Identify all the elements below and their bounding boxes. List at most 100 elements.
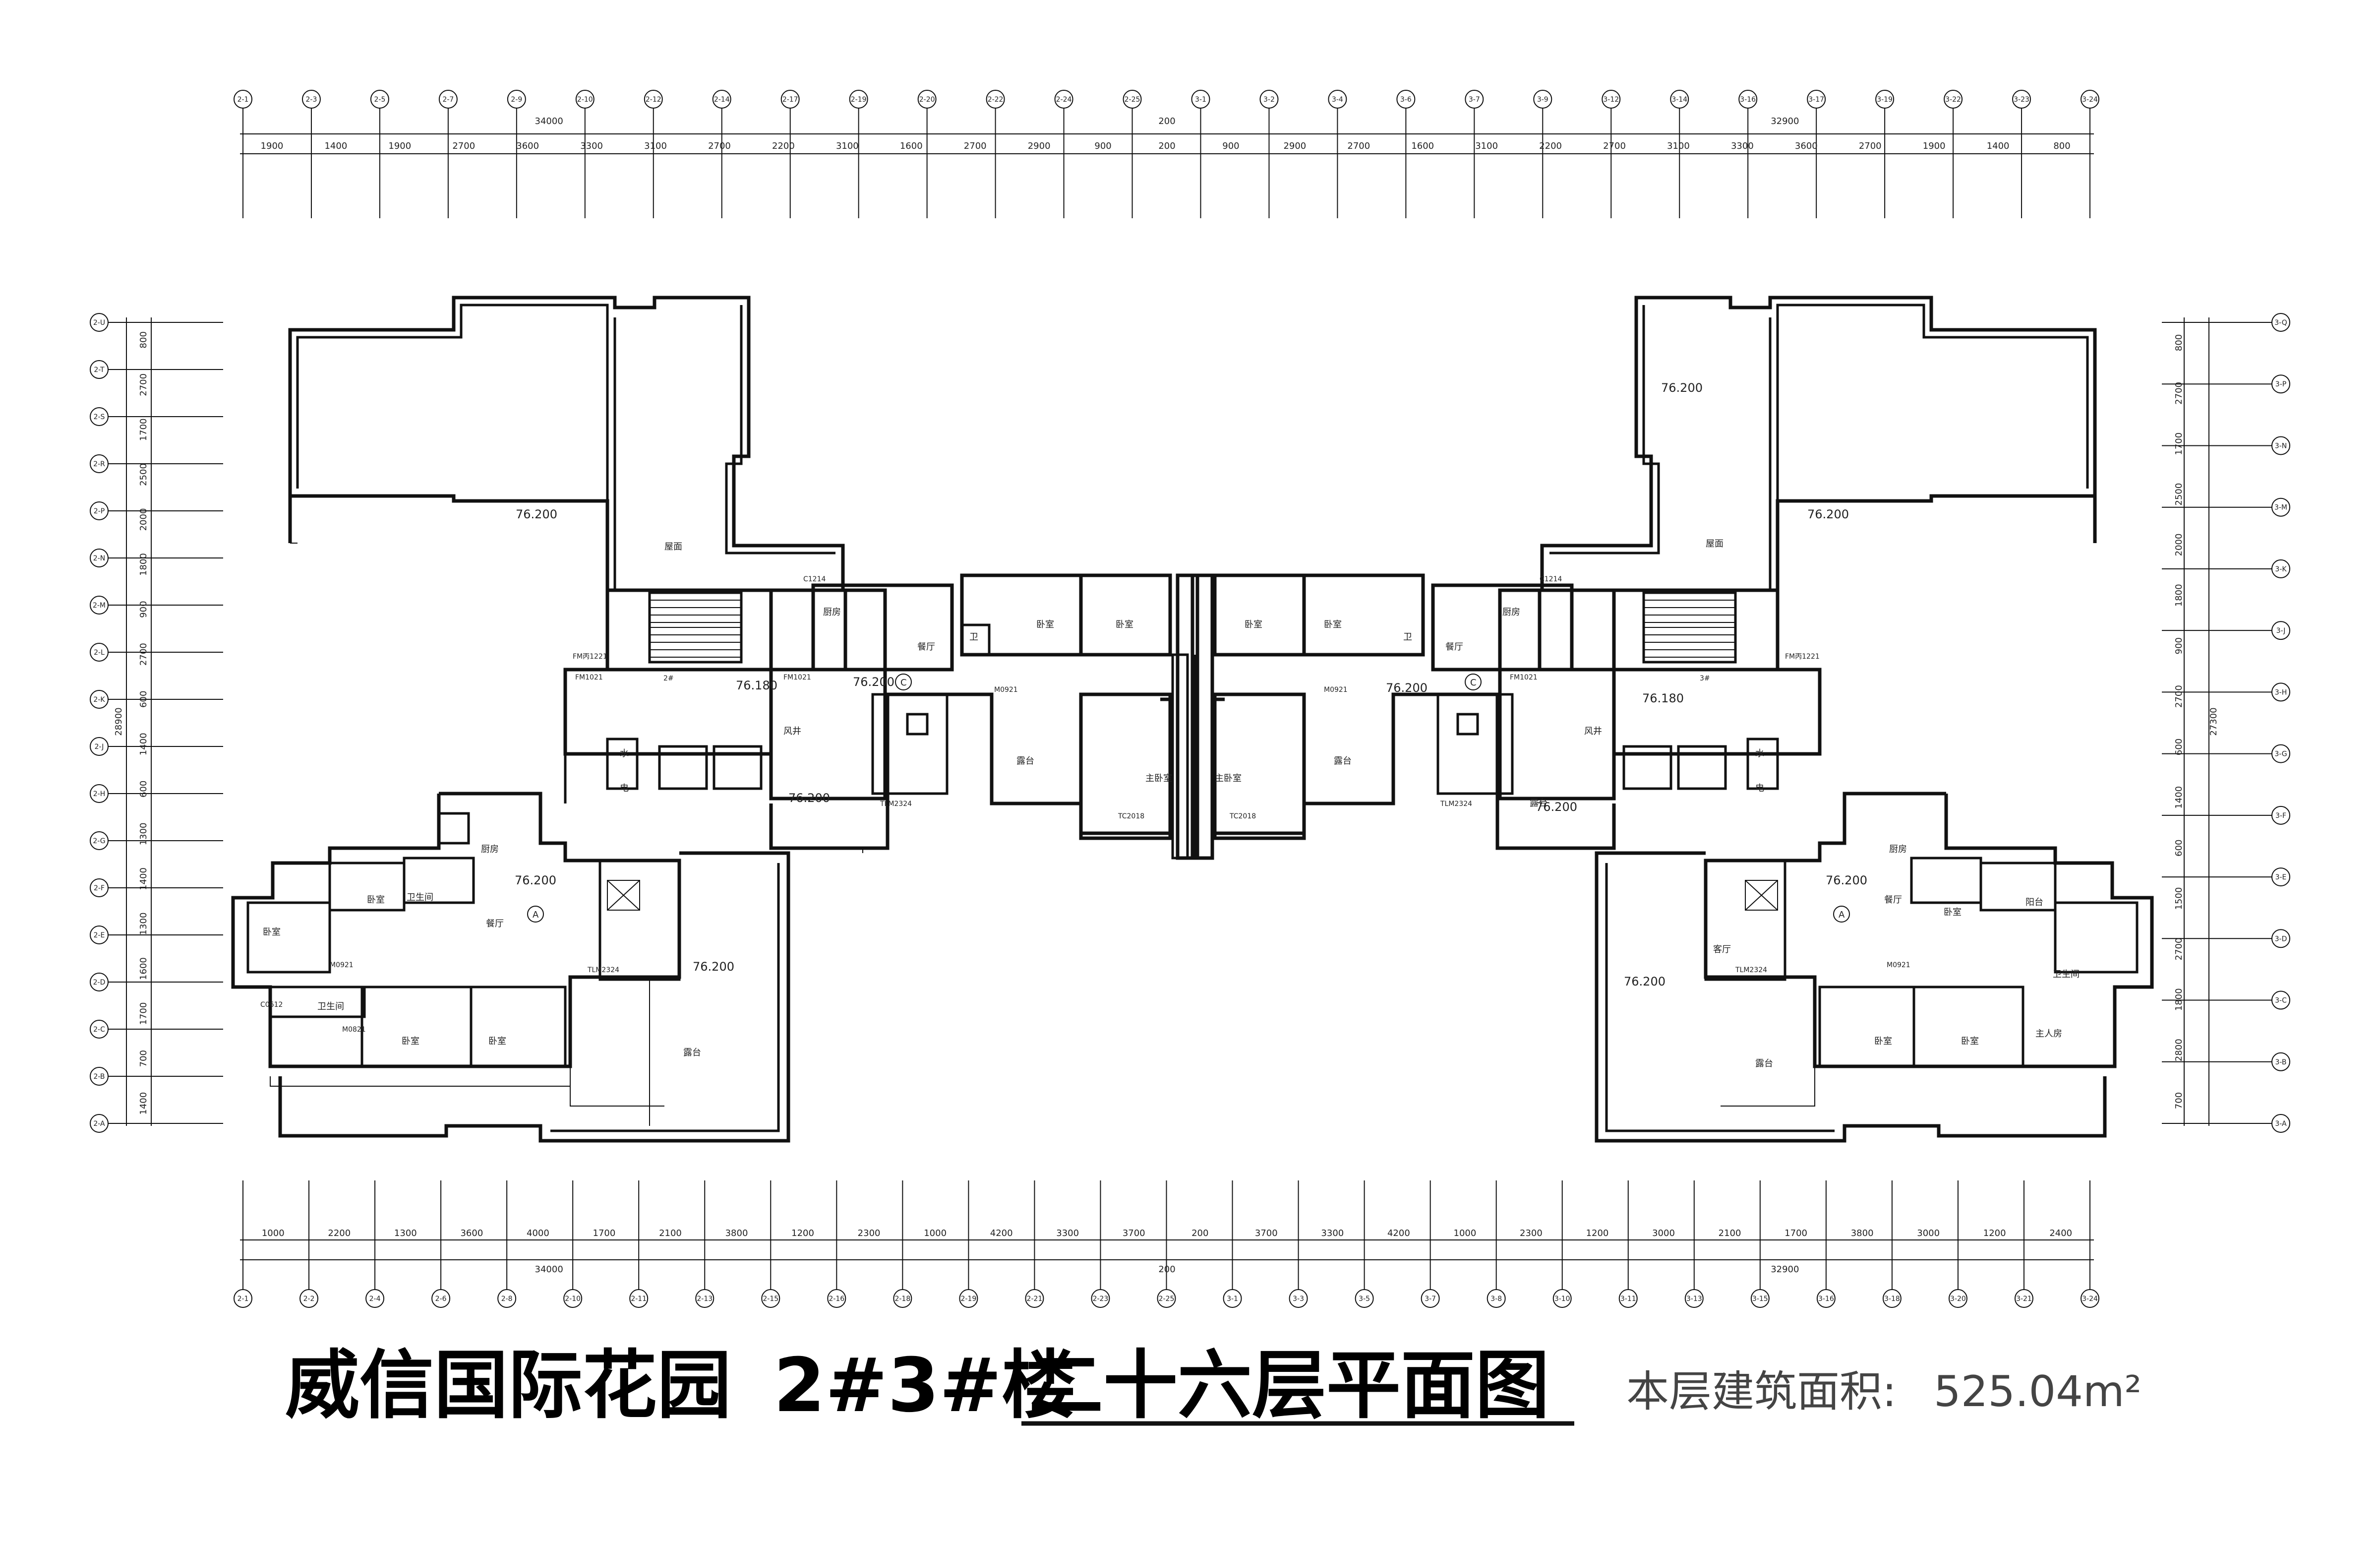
right-axis-bubble [2271, 990, 2290, 1010]
right-dimension: 1500 [2174, 887, 2184, 910]
level-mark-10: 76.200 [515, 873, 556, 887]
left-dimension: 1300 [138, 822, 149, 845]
top-dimension: 2700 [708, 141, 731, 151]
bottom-axis-bubble [497, 1289, 517, 1308]
top-dimension: 2900 [1028, 141, 1051, 151]
door-tag-7: M0921 [1324, 686, 1348, 694]
top-dimension: 900 [1222, 141, 1239, 151]
bottom-axis-bubble [827, 1289, 846, 1308]
bottom-dimension: 1000 [924, 1228, 947, 1238]
door-tag-14: M0921 [330, 961, 354, 969]
top-dimension: 3600 [516, 141, 539, 151]
bathroom-label-a-left-2: 卫生间 [317, 1001, 344, 1012]
project-name: 威信国际花园 [285, 1343, 731, 1429]
bottom-axis-label: 2-16 [829, 1295, 844, 1303]
right-wing [1213, 296, 2154, 1143]
bottom-axis-label: 3-24 [2082, 1295, 2098, 1303]
bottom-axis-bubble [2014, 1289, 2033, 1308]
bottom-axis-bubble [431, 1289, 451, 1308]
kitchen-label-a-right: 厨房 [1889, 844, 1907, 855]
top-axis-bubble [1875, 90, 1895, 109]
right-axis-bubble [2271, 867, 2290, 887]
bath-short-left: 卫 [969, 632, 978, 642]
dining-label-a-right: 餐厅 [1884, 895, 1902, 905]
top-dimension: 1400 [324, 141, 347, 151]
bottom-axis-label: 3-1 [1227, 1295, 1238, 1303]
terrace-label-left: 露台 [683, 1048, 701, 1058]
left-dimension: 1700 [138, 1002, 149, 1025]
bottom-axis-label: 2-11 [631, 1295, 647, 1303]
right-axis-label: 3-F [2275, 812, 2286, 820]
bottom-axis-label: 2-25 [1159, 1295, 1175, 1303]
top-axis-label: 2-19 [851, 96, 867, 104]
bottom-axis-bubble [1157, 1289, 1176, 1308]
top-axis-bubble [575, 90, 595, 109]
left-axis-label: 2-A [93, 1120, 105, 1128]
top-axis-label: 2-1 [238, 96, 249, 104]
top-axis-label: 3-17 [1808, 96, 1824, 104]
stair-tag-left: 2# [663, 675, 674, 682]
top-dimension: 200 [1158, 141, 1175, 151]
left-dimension: 900 [138, 601, 149, 617]
bottom-axis-bubble [893, 1289, 912, 1308]
door-tag-10: C1214 [803, 575, 826, 583]
top-dimension-lines [240, 133, 2094, 154]
bottom-axis-bubble [1355, 1289, 1374, 1308]
left-dimension: 1800 [138, 553, 149, 576]
left-axis-label: 2-P [94, 507, 105, 515]
door-tag-12: TC2018 [1118, 812, 1144, 820]
living-label-a-right: 客厅 [1713, 944, 1731, 955]
bottom-axis-bubble [1487, 1289, 1506, 1308]
top-axis-bubble [1328, 90, 1347, 109]
top-axis-bubble [644, 90, 663, 109]
left-axis-label: 2-N [93, 555, 105, 562]
bottom-axis-label: 2-8 [501, 1295, 513, 1303]
level-mark-8: 76.200 [788, 791, 830, 805]
building-number: 2#3#楼 [774, 1343, 1076, 1429]
bottom-axis-bubble [629, 1289, 649, 1308]
bottom-axis-bubble [2081, 1289, 2099, 1308]
left-dimension: 1400 [138, 733, 149, 755]
door-tag-16: TLM2324 [587, 966, 619, 974]
door-tag-8: TLM2324 [880, 800, 912, 808]
door-tag-1: FM丙1221 [573, 653, 607, 661]
kitchen-label-a-left: 厨房 [481, 844, 499, 855]
top-axis-label: 2-25 [1125, 96, 1140, 104]
balcony-label-a-right: 阳台 [2025, 897, 2043, 908]
bottom-axis-label: 2-4 [369, 1295, 381, 1303]
top-axis-bubble [917, 90, 937, 109]
left-dimension: 800 [138, 331, 149, 348]
top-axis-label: 2-9 [511, 96, 522, 104]
top-axis-label: 3-14 [1671, 96, 1687, 104]
left-total-dimension: 28900 [114, 707, 124, 736]
top-axis-bubble [1944, 90, 1963, 109]
bottom-axis-bubble [1750, 1289, 1770, 1308]
top-axis-label: 3-24 [2082, 96, 2098, 104]
bottom-axis-bubble [234, 1289, 252, 1308]
bottom-dimension: 3000 [1917, 1228, 1940, 1238]
bottom-axis-bubble [1552, 1289, 1572, 1308]
floor-area-label: 本层建筑面积: [1626, 1367, 1897, 1417]
left-axis-label: 2-G [93, 837, 105, 845]
top-dimension: 2700 [1603, 141, 1626, 151]
top-axis-bubble [1738, 90, 1758, 109]
right-axis-bubble [2271, 621, 2290, 640]
top-dimension: 1600 [900, 141, 923, 151]
left-dimension: 1400 [138, 867, 149, 890]
top-axis-bubble [301, 90, 321, 109]
bottom-axis-label: 2-23 [1093, 1295, 1109, 1303]
top-axis-label: 3-2 [1263, 96, 1275, 104]
bottom-axis-bubble [959, 1289, 978, 1308]
bottom-dimension: 1200 [791, 1228, 814, 1238]
top-dimension: 2700 [452, 141, 475, 151]
door-tag-4: FM1021 [1510, 674, 1538, 681]
bottom-dimension: 3000 [1652, 1228, 1675, 1238]
left-axis-bubble [90, 1020, 109, 1039]
top-axis-bubble [986, 90, 1005, 109]
top-axis-label: 2-24 [1056, 96, 1072, 104]
top-axis-label: 2-5 [374, 96, 385, 104]
bottom-dimension: 3800 [725, 1228, 748, 1238]
dining-label-a-left: 餐厅 [486, 919, 504, 929]
left-dimension-lines [126, 317, 152, 1126]
bottom-dimension: 2400 [2049, 1228, 2072, 1238]
